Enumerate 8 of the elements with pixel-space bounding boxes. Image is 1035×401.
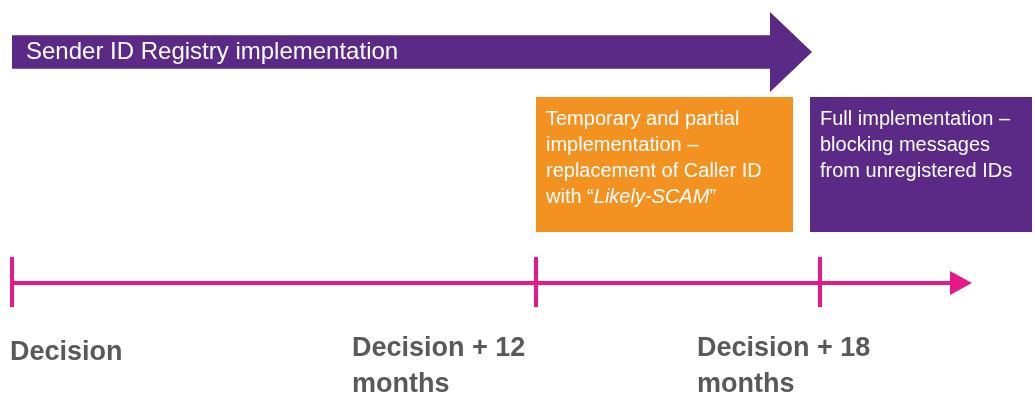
- phase-description: Temporary and partial implementation – replacement of Caller ID with “Likely-SCAM”: [546, 106, 763, 209]
- milestone-label: Decision: [10, 335, 124, 368]
- milestone-label: Decision + 18 months: [697, 331, 872, 401]
- milestone-label: Decision + 12 months: [352, 331, 527, 401]
- banner-text: Sender ID Registry implementation: [26, 37, 399, 65]
- phase-box: [810, 97, 1032, 232]
- phase-box: [536, 97, 793, 232]
- phase-description: Full implementation – blocking messages from unregistered IDs: [820, 106, 1014, 183]
